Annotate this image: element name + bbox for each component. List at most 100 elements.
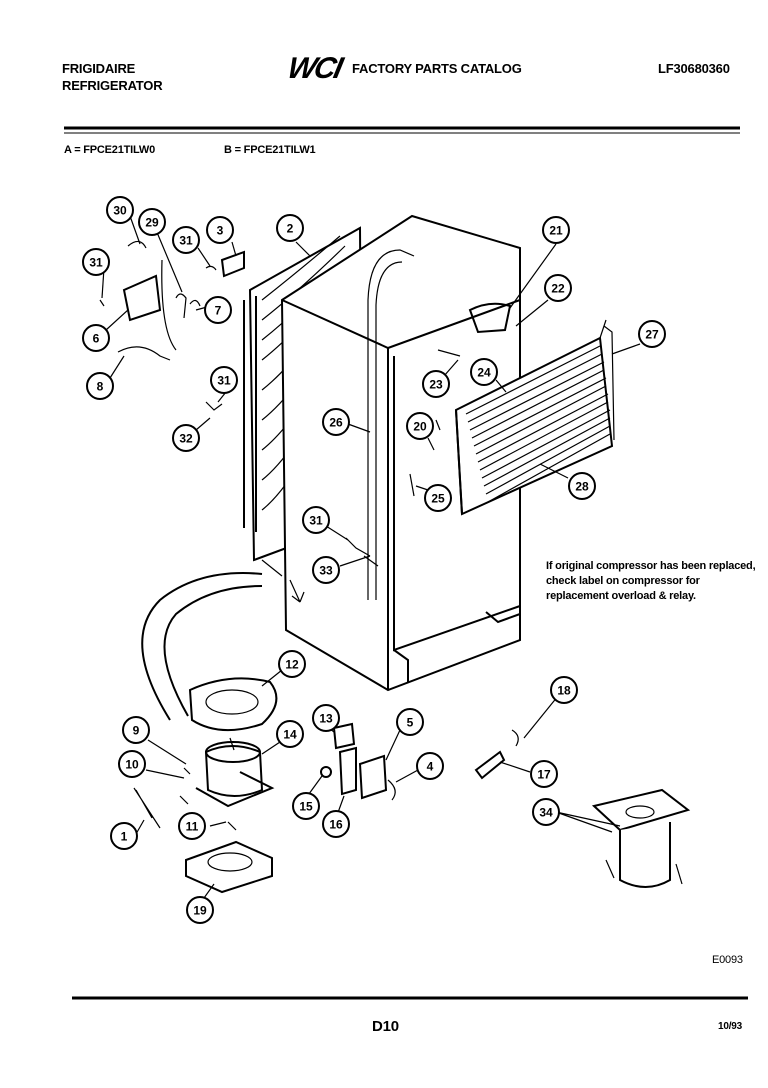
callout-circle [406,412,434,440]
callout-number: 3 [217,224,224,238]
compressor-bracket [185,840,273,894]
callout-circle [206,216,234,244]
callout-circle [422,370,450,398]
mount-plate [188,677,278,732]
callout-14: 14 [276,720,304,748]
callout-6: 6 [82,324,110,352]
callout-circle [278,650,306,678]
callout-number: 31 [179,234,193,248]
callout-21: 21 [542,216,570,244]
callout-number: 31 [217,374,231,388]
callout-number: 16 [329,818,343,832]
callout-circle [396,708,424,736]
callout-number: 21 [549,224,563,238]
drain-hose [141,572,263,721]
callout-number: 22 [551,282,565,296]
callout-circle [82,248,110,276]
callout-31: 31 [82,248,110,276]
callout-9: 9 [122,716,150,744]
callout-circle [470,358,498,386]
callout-number: 29 [145,216,159,230]
callout-circle [638,320,666,348]
callout-11: 11 [178,812,206,840]
callout-circle [322,810,350,838]
callout-2: 2 [276,214,304,242]
callout-31: 31 [210,366,238,394]
callout-number: 31 [309,514,323,528]
callout-number: 8 [97,380,104,394]
catalog-number: LF30680360 [658,61,730,76]
callout-10: 10 [118,750,146,778]
callout-number: 24 [477,366,491,380]
drawing-code: E0093 [712,954,743,966]
callout-number: 12 [285,658,299,672]
callout-number: 9 [133,724,140,738]
callout-30: 30 [106,196,134,224]
callout-circle [542,216,570,244]
callout-17: 17 [530,760,558,788]
callout-number: 4 [427,760,434,774]
callout-29: 29 [138,208,166,236]
refrigerator-cabinet [280,214,521,692]
callout-22: 22 [544,274,572,302]
callout-number: 17 [537,768,551,782]
date-code: 10/93 [718,1021,743,1032]
callout-number: 1 [121,830,128,844]
callout-number: 25 [431,492,445,506]
compressor-note: If original compressor has been replaced… [546,560,756,602]
callout-circle [276,720,304,748]
callout-32: 32 [172,424,200,452]
callout-number: 2 [287,222,294,236]
callout-circle [312,704,340,732]
callout-25: 25 [424,484,452,512]
callout-number: 23 [429,378,443,392]
callout-27: 27 [638,320,666,348]
callout-circle [530,760,558,788]
callout-number: 11 [186,820,199,834]
callout-circle [424,484,452,512]
callout-circle [292,792,320,820]
callout-number: 14 [283,728,297,742]
callout-number: 26 [329,416,343,430]
callout-circle [186,896,214,924]
callout-circle [544,274,572,302]
callout-circle [172,424,200,452]
callout-15: 15 [292,792,320,820]
callout-8: 8 [86,372,114,400]
callout-number: 27 [645,328,659,342]
callout-number: 31 [89,256,103,270]
callout-circle [110,822,138,850]
callout-23: 23 [422,370,450,398]
callout-number: 5 [407,716,414,730]
relay-overload [320,722,396,801]
callout-circle [550,676,578,704]
callout-circle [302,506,330,534]
callout-circle [210,366,238,394]
callout-circle [312,556,340,584]
callout-number: 15 [299,800,313,814]
callout-number: 34 [539,806,553,820]
callout-19: 19 [186,896,214,924]
compressor [195,737,275,808]
callout-number: 13 [319,712,333,726]
evaporator [454,319,615,516]
callout-12: 12 [278,650,306,678]
callout-circle [106,196,134,224]
callout-circle [122,716,150,744]
evap-cover [468,302,512,334]
callout-circle [568,472,596,500]
callout-number: 28 [575,480,589,494]
callout-number: 19 [193,904,207,918]
callout-circle [416,752,444,780]
callout-number: 10 [125,758,139,772]
callout-5: 5 [396,708,424,736]
callout-20: 20 [406,412,434,440]
callout-18: 18 [550,676,578,704]
model-b-label: B = FPCE21TILW1 [224,144,316,156]
callout-circle [276,214,304,242]
callout-34: 34 [532,798,560,826]
callout-number: 18 [557,684,571,698]
callout-number: 32 [179,432,193,446]
